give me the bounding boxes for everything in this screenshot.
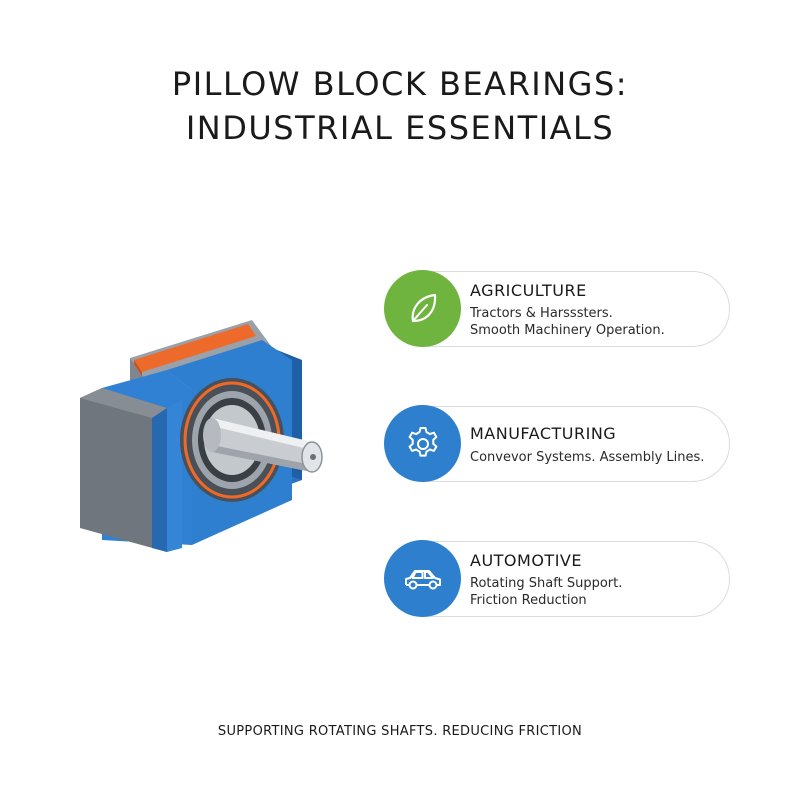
- card-description-line-1: Rotating Shaft Support.: [470, 576, 623, 591]
- leaf-icon: [411, 293, 436, 322]
- card-agriculture: AGRICULTURE Tractors & Harsssters. Smoot…: [384, 270, 730, 347]
- card-automotive: AUTOMOTIVE Rotating Shaft Support. Frict…: [384, 540, 730, 617]
- gear-icon: [408, 426, 437, 457]
- card-description-line-1: Tractors & Harsssters.: [470, 306, 613, 321]
- card-heading: AGRICULTURE: [470, 281, 587, 300]
- card-description-line-1: Convevor Systems. Assembly Lines.: [470, 450, 705, 465]
- title-line-1: PILLOW BLOCK BEARINGS:: [171, 65, 629, 103]
- page-title: PILLOW BLOCK BEARINGS: INDUSTRIAL ESSENT…: [0, 62, 800, 150]
- pillow-block-bearing-illustration: [72, 300, 332, 565]
- orange-top-strip: [134, 324, 256, 372]
- card-description-line-2: Smooth Machinery Operation.: [470, 323, 665, 338]
- agriculture-badge: [384, 270, 461, 347]
- card-manufacturing: MANUFACTURING Convevor Systems. Assembly…: [384, 405, 730, 482]
- card-description-line-2: Friction Reduction: [470, 593, 587, 608]
- manufacturing-badge: [384, 405, 461, 482]
- bearing-drawing: [80, 320, 323, 552]
- housing-left-face: [80, 388, 167, 552]
- car-icon: [404, 569, 441, 589]
- footer-tagline: SUPPORTING ROTATING SHAFTS. REDUCING FRI…: [217, 724, 583, 739]
- title-line-2: INDUSTRIAL ESSENTIALS: [185, 109, 615, 147]
- automotive-badge: [384, 540, 461, 617]
- card-heading: AUTOMOTIVE: [470, 551, 582, 570]
- card-heading: MANUFACTURING: [470, 424, 617, 443]
